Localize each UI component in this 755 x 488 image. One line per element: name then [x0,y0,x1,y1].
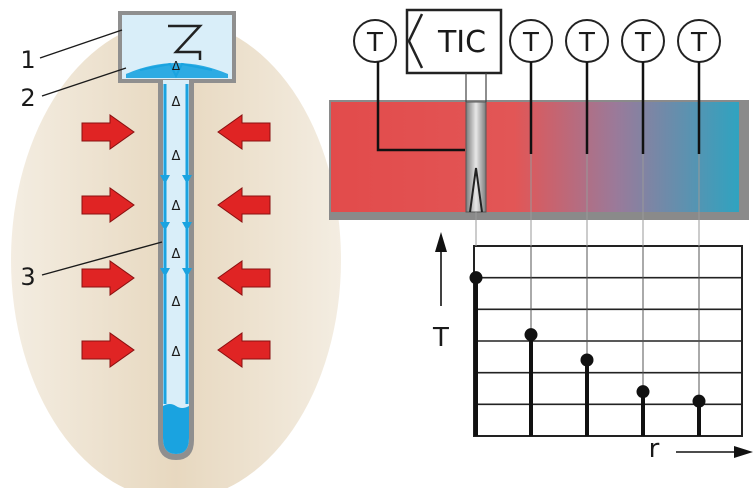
flow-marker-icon: Δ [172,199,181,214]
x-axis-label: r [649,434,660,464]
flow-marker-icon: Δ [172,345,181,360]
controller-notch-icon [407,13,424,69]
heat-pipe-panel: Δ Δ Δ Δ Δ Δ Δ 1 2 3 [11,11,341,488]
control-well-probe-icon [469,167,483,213]
down-flow-arrows [160,175,192,277]
heat-arrow-icon [81,114,135,150]
heat-arrow-icon [81,187,135,223]
pipe-vapor-core [163,80,189,454]
rod-panel: TIC T T T T T [329,8,749,220]
pipe-liquid-pool [163,404,189,454]
condensate-lip [139,62,213,79]
flow-marker-icon: Δ [172,295,181,310]
callout-lines [39,29,163,276]
callout-1: 1 [20,46,35,74]
heat-arrow-icon [81,332,135,368]
sensor-label: T [634,28,651,58]
rod-body [331,102,739,212]
control-well [465,101,487,213]
data-point [469,271,483,285]
vapor-rise-markers: Δ Δ Δ Δ Δ Δ [172,95,181,360]
data-point [524,328,538,342]
flow-marker-icon: Δ [172,247,181,262]
y-axis-label: T [432,323,449,353]
drop-lines [475,154,700,246]
temperature-profile-chart: T r [432,154,753,464]
heat-inflow-arrows [81,114,271,368]
controller-box [405,8,503,75]
sensor-label: T [578,28,595,58]
sensor-1-lead [376,62,465,152]
heat-arrow-icon [217,187,271,223]
callout-3: 3 [20,263,35,291]
heat-arrow-icon [217,114,271,150]
sensor-circle [353,19,397,63]
chart-marks [469,271,706,436]
sensor-label: T [366,28,383,58]
data-point [580,353,594,367]
flow-marker-icon: Δ [172,95,181,110]
heat-arrow-icon [81,260,135,296]
heat-arrow-icon [217,260,271,296]
condenser-fins-icon [168,24,203,60]
x-axis-arrow-icon [734,446,753,458]
callout-2: 2 [20,84,35,112]
controller-label: TIC [437,25,486,60]
chart-grid [473,245,743,437]
y-axis-arrow-icon [435,232,447,252]
sensor-label: T [690,28,707,58]
data-point [636,385,650,399]
flow-marker-icon: Δ [172,149,181,164]
heat-arrow-icon [217,332,271,368]
flow-marker-icon: Δ [172,59,181,73]
data-point [692,394,706,408]
sensor-label: T [522,28,539,58]
